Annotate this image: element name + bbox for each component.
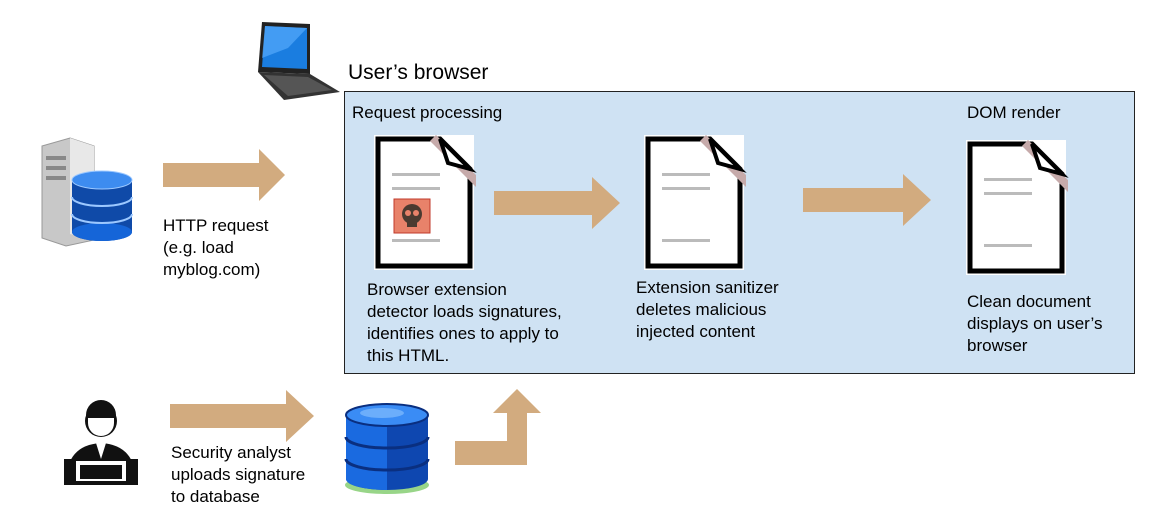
http-request-text: HTTP request (e.g. load myblog.com) <box>163 216 269 279</box>
arrow-upload <box>170 390 314 442</box>
skull-icon <box>393 198 431 234</box>
document-icon-sanitized <box>644 135 747 270</box>
clean-text: Clean document displays on user’s browse… <box>967 292 1103 355</box>
server-icon <box>41 137 133 247</box>
laptop-icon <box>258 22 340 100</box>
arrow-sanitize <box>494 177 620 229</box>
browser-label: User’s browser <box>348 61 489 84</box>
document-icon-infected <box>374 135 477 270</box>
database-icon-small <box>71 170 133 241</box>
sanitizer-text: Extension sanitizer deletes malicious in… <box>636 278 779 341</box>
request-processing-label: Request processing <box>352 103 503 122</box>
security-analyst-icon <box>64 400 138 485</box>
document-icon-clean <box>966 140 1069 275</box>
arrow-signatures <box>455 389 541 465</box>
arrow-http <box>163 149 285 201</box>
dom-render-label: DOM render <box>967 103 1061 122</box>
analyst-text: Security analyst uploads signature to da… <box>171 443 306 506</box>
detector-text: Browser extension detector loads signatu… <box>367 280 562 365</box>
database-icon <box>344 403 430 494</box>
arrow-render <box>803 174 931 226</box>
